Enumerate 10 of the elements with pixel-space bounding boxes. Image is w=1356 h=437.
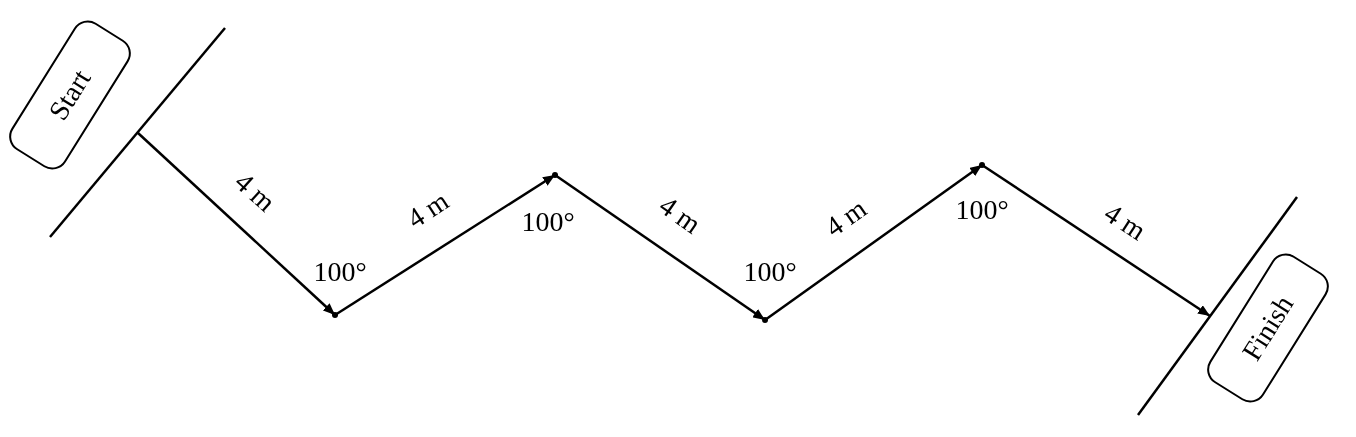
arrow [981, 163, 1211, 318]
turn-point [332, 312, 338, 318]
arrow [334, 173, 556, 317]
turn-point [552, 172, 558, 178]
turn-point [762, 317, 768, 323]
turn-point [979, 162, 985, 168]
arrow [554, 173, 766, 322]
start-line [49, 27, 226, 238]
arrow [137, 132, 336, 316]
arrow [764, 164, 983, 321]
